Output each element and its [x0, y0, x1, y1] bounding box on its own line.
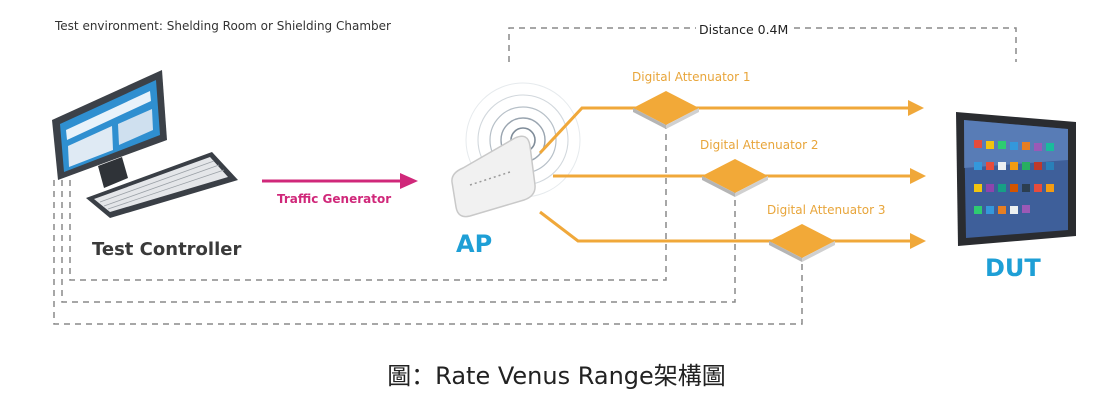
- attenuator-icon-3: [769, 224, 835, 262]
- control-line-1: [69, 116, 667, 281]
- traffic-generator-label: Traffic Generator: [277, 192, 392, 206]
- arrowhead-1: [908, 100, 924, 116]
- dut-label: DUT: [985, 254, 1041, 282]
- traffic-arrow: [262, 173, 418, 189]
- monitor-stand: [98, 157, 128, 188]
- distance-label: Distance 0.4M: [696, 22, 792, 37]
- app-icons: [974, 140, 1054, 214]
- tablet-icon: [956, 112, 1076, 246]
- arrowhead-2: [910, 168, 926, 184]
- environment-label: Test environment: Shelding Room or Shiel…: [55, 19, 391, 33]
- arrowhead-3: [910, 233, 926, 249]
- control-line-3: [53, 180, 803, 325]
- control-line-2: [61, 180, 736, 303]
- attenuator-icon-2: [702, 159, 768, 197]
- arrowheads: [908, 100, 926, 249]
- test-controller-label: Test Controller: [92, 239, 242, 260]
- signal-line-1: [538, 106, 910, 155]
- attenuator-3-label: Digital Attenuator 3: [767, 203, 886, 217]
- attenuator-1-label: Digital Attenuator 1: [632, 70, 751, 84]
- figure-caption: 圖：Rate Venus Range架構圖: [387, 362, 726, 390]
- router-icon: [451, 135, 536, 218]
- ap-label: AP: [456, 230, 493, 258]
- attenuator-icon-1: [633, 91, 699, 129]
- computer-icon: [52, 70, 238, 218]
- attenuator-2-label: Digital Attenuator 2: [700, 138, 819, 152]
